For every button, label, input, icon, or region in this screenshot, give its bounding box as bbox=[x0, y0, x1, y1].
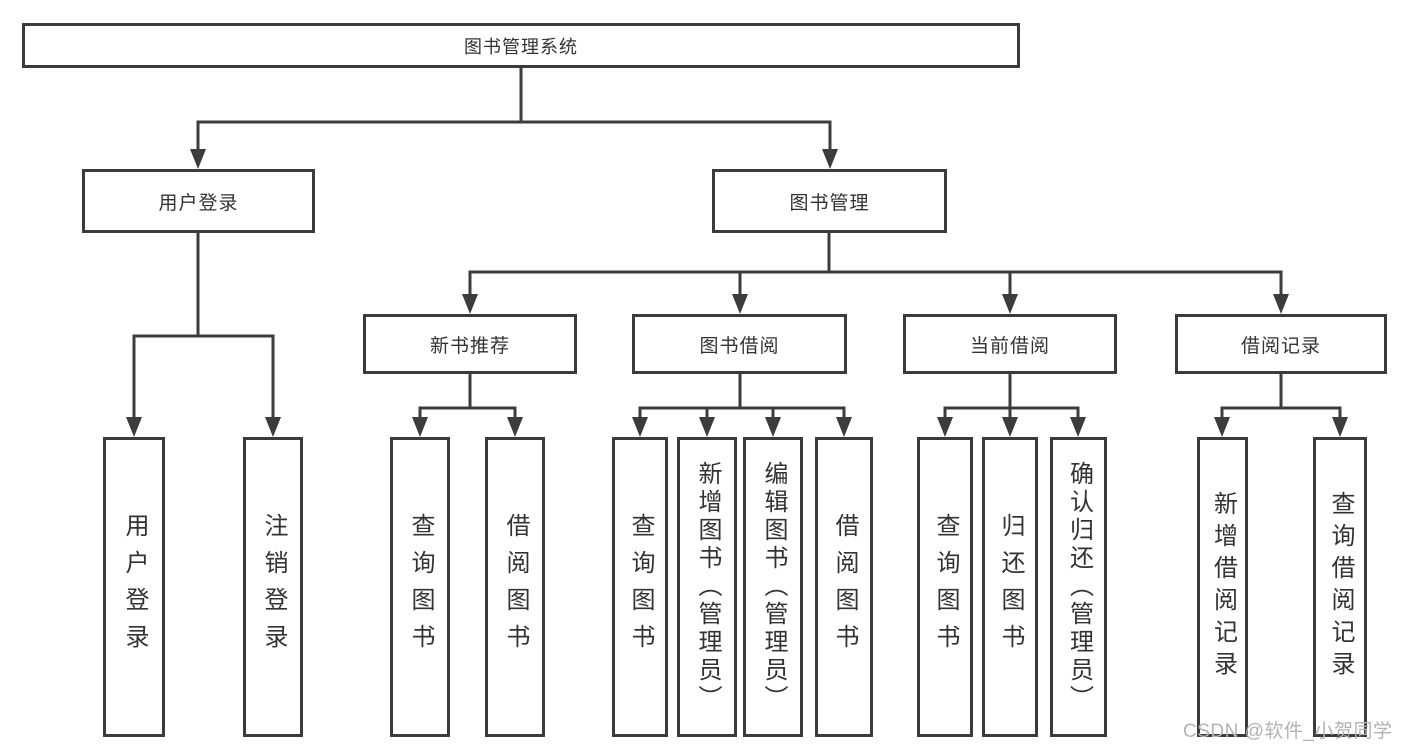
node-new-book-recommendation: 新书推荐 bbox=[363, 314, 577, 374]
node-library-management-system: 图书管理系统 bbox=[22, 23, 1020, 68]
node-label: 新书推荐 bbox=[429, 335, 510, 357]
node-current-borrowing: 当前借阅 bbox=[903, 314, 1117, 374]
leaf-query-books-current: 查询图书 bbox=[917, 437, 973, 737]
node-label: 当前借阅 bbox=[969, 335, 1050, 357]
arrowhead-icon bbox=[1332, 417, 1348, 437]
leaf-query-books-borrowing: 查询图书 bbox=[612, 437, 668, 737]
arrowhead-icon bbox=[1002, 417, 1018, 437]
leaf-edit-books-admin: 编辑图书（管理员） bbox=[743, 437, 803, 737]
leaf-return-books: 归还图书 bbox=[982, 437, 1038, 737]
node-label: 借阅图书 bbox=[831, 513, 858, 661]
arrowhead-icon bbox=[1002, 294, 1018, 314]
arrowhead-icon bbox=[190, 149, 206, 169]
leaf-query-borrow-record: 查询借阅记录 bbox=[1313, 437, 1367, 737]
node-borrowing-records: 借阅记录 bbox=[1175, 314, 1387, 374]
node-label: 图书借阅 bbox=[699, 335, 780, 357]
node-user-login: 用户登录 bbox=[82, 169, 315, 233]
arrowhead-icon bbox=[822, 149, 838, 169]
leaf-add-books-admin: 新增图书（管理员） bbox=[677, 437, 737, 737]
arrowhead-icon bbox=[1273, 294, 1289, 314]
leaf-add-borrow-record: 新增借阅记录 bbox=[1197, 437, 1248, 737]
arrowhead-icon bbox=[265, 417, 281, 437]
node-label: 查询图书 bbox=[932, 513, 959, 661]
arrowhead-icon bbox=[1214, 417, 1230, 437]
node-label: 新增图书（管理员） bbox=[694, 461, 721, 713]
arrowhead-icon bbox=[732, 294, 748, 314]
node-label: 借阅记录 bbox=[1240, 335, 1321, 357]
arrowhead-icon bbox=[836, 417, 852, 437]
node-label: 查询图书 bbox=[407, 513, 434, 661]
arrowhead-icon bbox=[699, 417, 715, 437]
node-label: 查询图书 bbox=[627, 513, 654, 661]
leaf-user-login: 用户登录 bbox=[103, 437, 165, 737]
leaf-borrow-books: 借阅图书 bbox=[815, 437, 873, 737]
node-label: 图书管理系统 bbox=[464, 36, 578, 57]
arrowhead-icon bbox=[462, 294, 478, 314]
leaf-logout: 注销登录 bbox=[243, 437, 303, 737]
node-label: 确认归还（管理员） bbox=[1065, 461, 1093, 713]
leaf-confirm-return-admin: 确认归还（管理员） bbox=[1050, 437, 1107, 737]
node-label: 编辑图书（管理员） bbox=[760, 461, 787, 713]
arrowheads bbox=[126, 149, 1348, 437]
arrowhead-icon bbox=[1070, 417, 1086, 437]
arrowhead-icon bbox=[126, 417, 142, 437]
node-label: 注销登录 bbox=[260, 513, 287, 661]
node-label: 图书管理 bbox=[789, 192, 870, 214]
leaf-query-books-recommend: 查询图书 bbox=[390, 437, 450, 737]
node-book-borrowing: 图书借阅 bbox=[632, 314, 847, 374]
node-label: 借阅图书 bbox=[502, 513, 529, 661]
node-label: 归还图书 bbox=[997, 513, 1024, 661]
node-book-management: 图书管理 bbox=[712, 169, 947, 233]
leaf-borrow-books-recommend: 借阅图书 bbox=[485, 437, 545, 737]
node-label: 查询借阅记录 bbox=[1327, 491, 1354, 683]
arrowhead-icon bbox=[507, 417, 523, 437]
arrowhead-icon bbox=[765, 417, 781, 437]
watermark: CSDN @软件_小贺同学 bbox=[1183, 721, 1393, 742]
node-label: 用户登录 bbox=[158, 192, 239, 214]
node-label: 用户登录 bbox=[121, 513, 148, 661]
arrowhead-icon bbox=[937, 417, 953, 437]
node-label: 新增借阅记录 bbox=[1209, 491, 1237, 683]
arrowhead-icon bbox=[412, 417, 428, 437]
arrowhead-icon bbox=[632, 417, 648, 437]
